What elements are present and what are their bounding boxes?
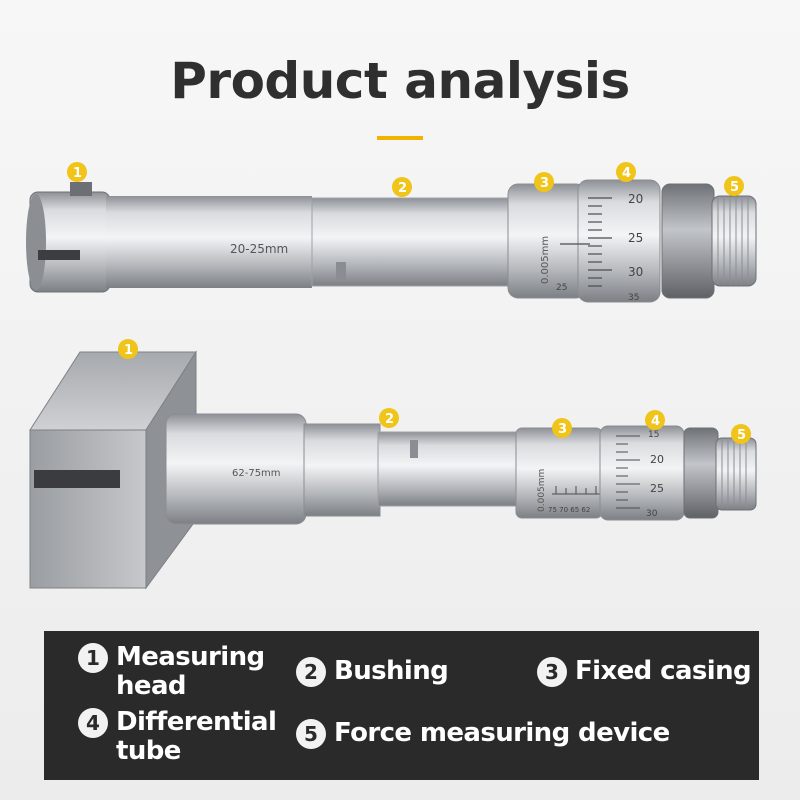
measuring-head-slot [38, 250, 80, 260]
title-underline [377, 136, 423, 140]
fixed-casing-bottom [515, 427, 603, 519]
legend-label: Force measuring device [334, 718, 670, 748]
svg-text:3: 3 [540, 176, 549, 191]
marker-1-top: 1 [67, 162, 87, 182]
bushing-notch-top [336, 262, 346, 280]
page-title: Product analysis [170, 52, 630, 110]
legend-number: 2 [296, 657, 326, 687]
resolution-label-top: 0.005mm [540, 236, 551, 284]
legend-item-fixed-casing: 3 Fixed casing [537, 656, 752, 687]
svg-text:3: 3 [558, 422, 567, 437]
marker-2-top: 2 [392, 177, 412, 197]
marker-2-bottom: 2 [379, 408, 399, 428]
svg-text:2: 2 [385, 412, 394, 427]
scale-number: 35 [628, 293, 639, 303]
force-device-top [711, 195, 757, 287]
scale-number: 30 [628, 265, 643, 279]
svg-text:4: 4 [651, 414, 660, 429]
legend-number: 4 [78, 708, 108, 738]
legend-number: 1 [78, 643, 108, 673]
scale-number: 25 [650, 482, 664, 495]
marker-1-bottom: 1 [118, 339, 138, 359]
scale-number: 20 [628, 192, 643, 206]
legend-item-force-measuring-device: 5 Force measuring device [296, 719, 670, 749]
marker-3-top: 3 [534, 172, 554, 192]
svg-text:5: 5 [730, 180, 739, 195]
marker-5-top: 5 [724, 176, 744, 196]
resolution-label-bottom: 0.005mm [537, 469, 547, 512]
sleeve-notch-bottom [410, 440, 418, 458]
ratchet-collar-top [661, 183, 715, 299]
marker-4-top: 4 [616, 162, 636, 182]
svg-text:2: 2 [398, 181, 407, 196]
sleeve-scale-bottom [552, 486, 608, 495]
micrometer-bottom [29, 350, 757, 590]
legend-panel: 1 Measuring head 2 Bushing 3 Fixed casin… [44, 631, 759, 780]
scale-number: 30 [646, 509, 658, 519]
legend-label: Fixed casing [575, 656, 752, 686]
sleeve-bottom [377, 431, 519, 507]
product-illustration: 20-25mm 0.005mm 20 25 30 35 25 1 2 3 4 5 [26, 162, 757, 590]
thimble-scale-bottom [616, 435, 640, 509]
svg-text:1: 1 [73, 166, 82, 181]
differential-tube-top [577, 179, 661, 303]
svg-text:5: 5 [737, 428, 746, 443]
legend-number: 3 [537, 657, 567, 687]
scale-number: 20 [650, 453, 664, 466]
sleeve-numbers-bottom: 75 70 65 62 [548, 506, 590, 514]
scale-number: 15 [648, 430, 659, 440]
legend-item-bushing: 2 Bushing [296, 656, 449, 687]
bushing-bottom [303, 423, 381, 517]
micrometer-top [26, 179, 757, 303]
scale-number: 25 [628, 231, 643, 245]
sleeve-number-top: 25 [556, 283, 567, 293]
measuring-head-block-slot [34, 470, 120, 488]
range-label-top: 20-25mm [230, 242, 288, 256]
measuring-head-face [26, 194, 46, 290]
ratchet-collar-bottom [683, 427, 719, 519]
measuring-head-block-front [29, 429, 147, 589]
svg-text:4: 4 [622, 166, 631, 181]
legend-label: Measuring head [116, 642, 265, 701]
measuring-head-pin [70, 182, 92, 196]
body-tube-top [106, 196, 312, 288]
legend-item-differential-tube: 4 Differential tube [78, 707, 277, 766]
thimble-scale-top [588, 197, 612, 287]
differential-tube-bottom [599, 425, 685, 521]
marker-5-bottom: 5 [731, 424, 751, 444]
legend-label: Bushing [334, 656, 449, 686]
legend-number: 5 [296, 719, 326, 749]
marker-4-bottom: 4 [645, 410, 665, 430]
legend-label: Differential tube [116, 707, 277, 766]
marker-3-bottom: 3 [552, 418, 572, 438]
range-label-bottom: 62-75mm [232, 468, 281, 479]
knurl-top [717, 198, 749, 284]
svg-text:1: 1 [124, 343, 133, 358]
knurl-bottom [721, 440, 747, 508]
legend-item-measuring-head: 1 Measuring head [78, 643, 265, 701]
